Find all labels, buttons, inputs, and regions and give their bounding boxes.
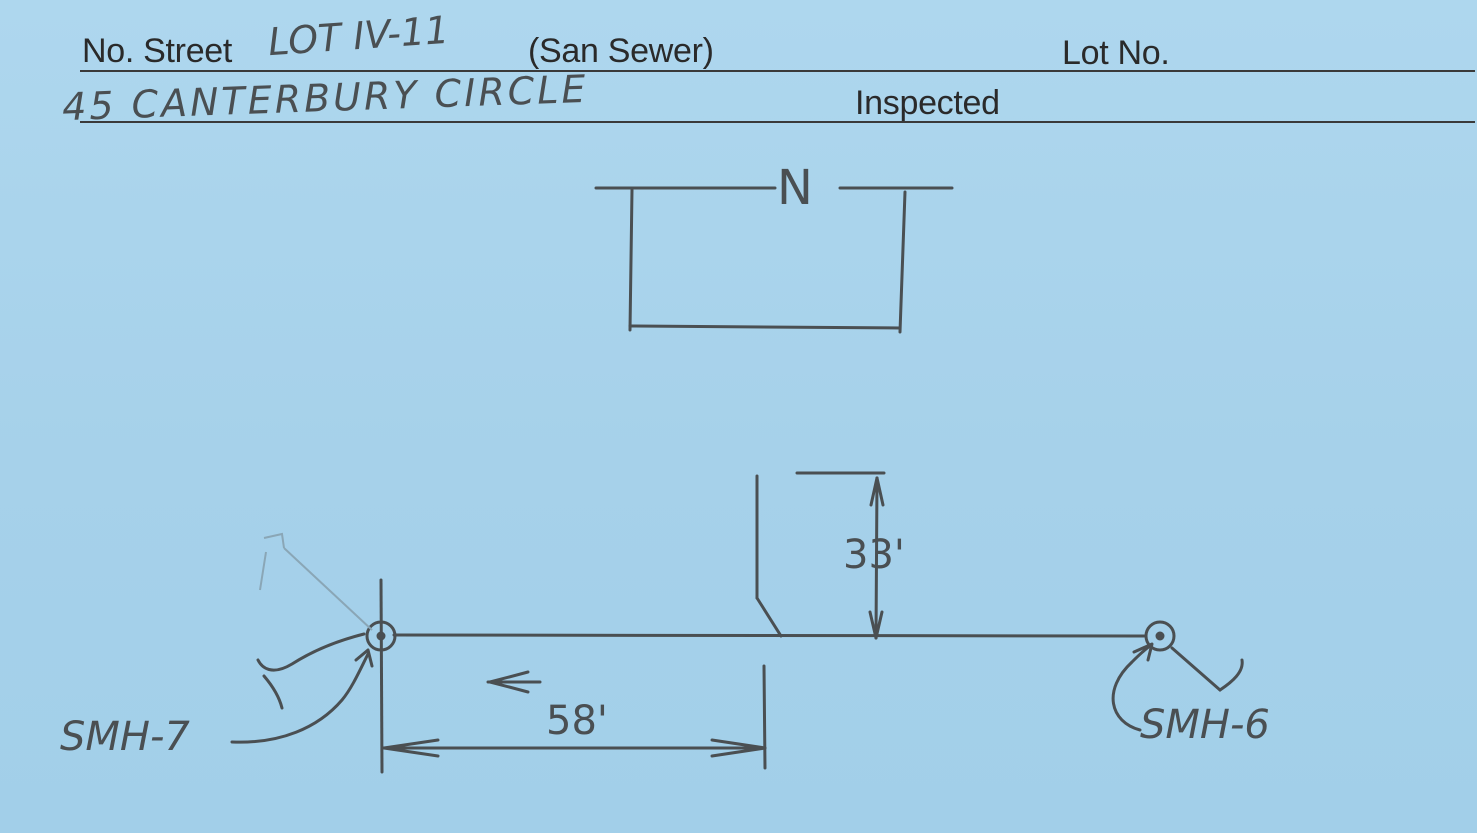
distance-label: 58' <box>546 698 608 744</box>
riser-offset-label: 33' <box>843 532 905 578</box>
no-street-label: No. Street <box>82 32 233 70</box>
inspected-label: Inspected <box>855 84 1000 122</box>
smh6-leader <box>1111 642 1244 732</box>
service-type: (San Sewer) <box>528 32 714 70</box>
header-rule-1 <box>80 70 1475 72</box>
header-rule-2 <box>80 121 1475 123</box>
riser-offset-dimension <box>795 471 886 640</box>
service-riser <box>755 474 783 638</box>
sewer-main-line <box>392 633 1148 638</box>
north-label: N <box>777 160 813 216</box>
lot-no-label: Lot No. <box>1062 34 1170 72</box>
manhole-left-icon <box>365 578 397 774</box>
manhole-right-icon <box>1144 620 1176 652</box>
distance-dimension <box>382 664 767 770</box>
manhole-right-label: SMH-6 <box>1140 702 1270 748</box>
smh7-leader <box>230 632 374 744</box>
house-outline <box>594 186 954 334</box>
faint-pencil-arrow <box>259 532 373 631</box>
manhole-left-label: SMH-7 <box>60 714 190 760</box>
